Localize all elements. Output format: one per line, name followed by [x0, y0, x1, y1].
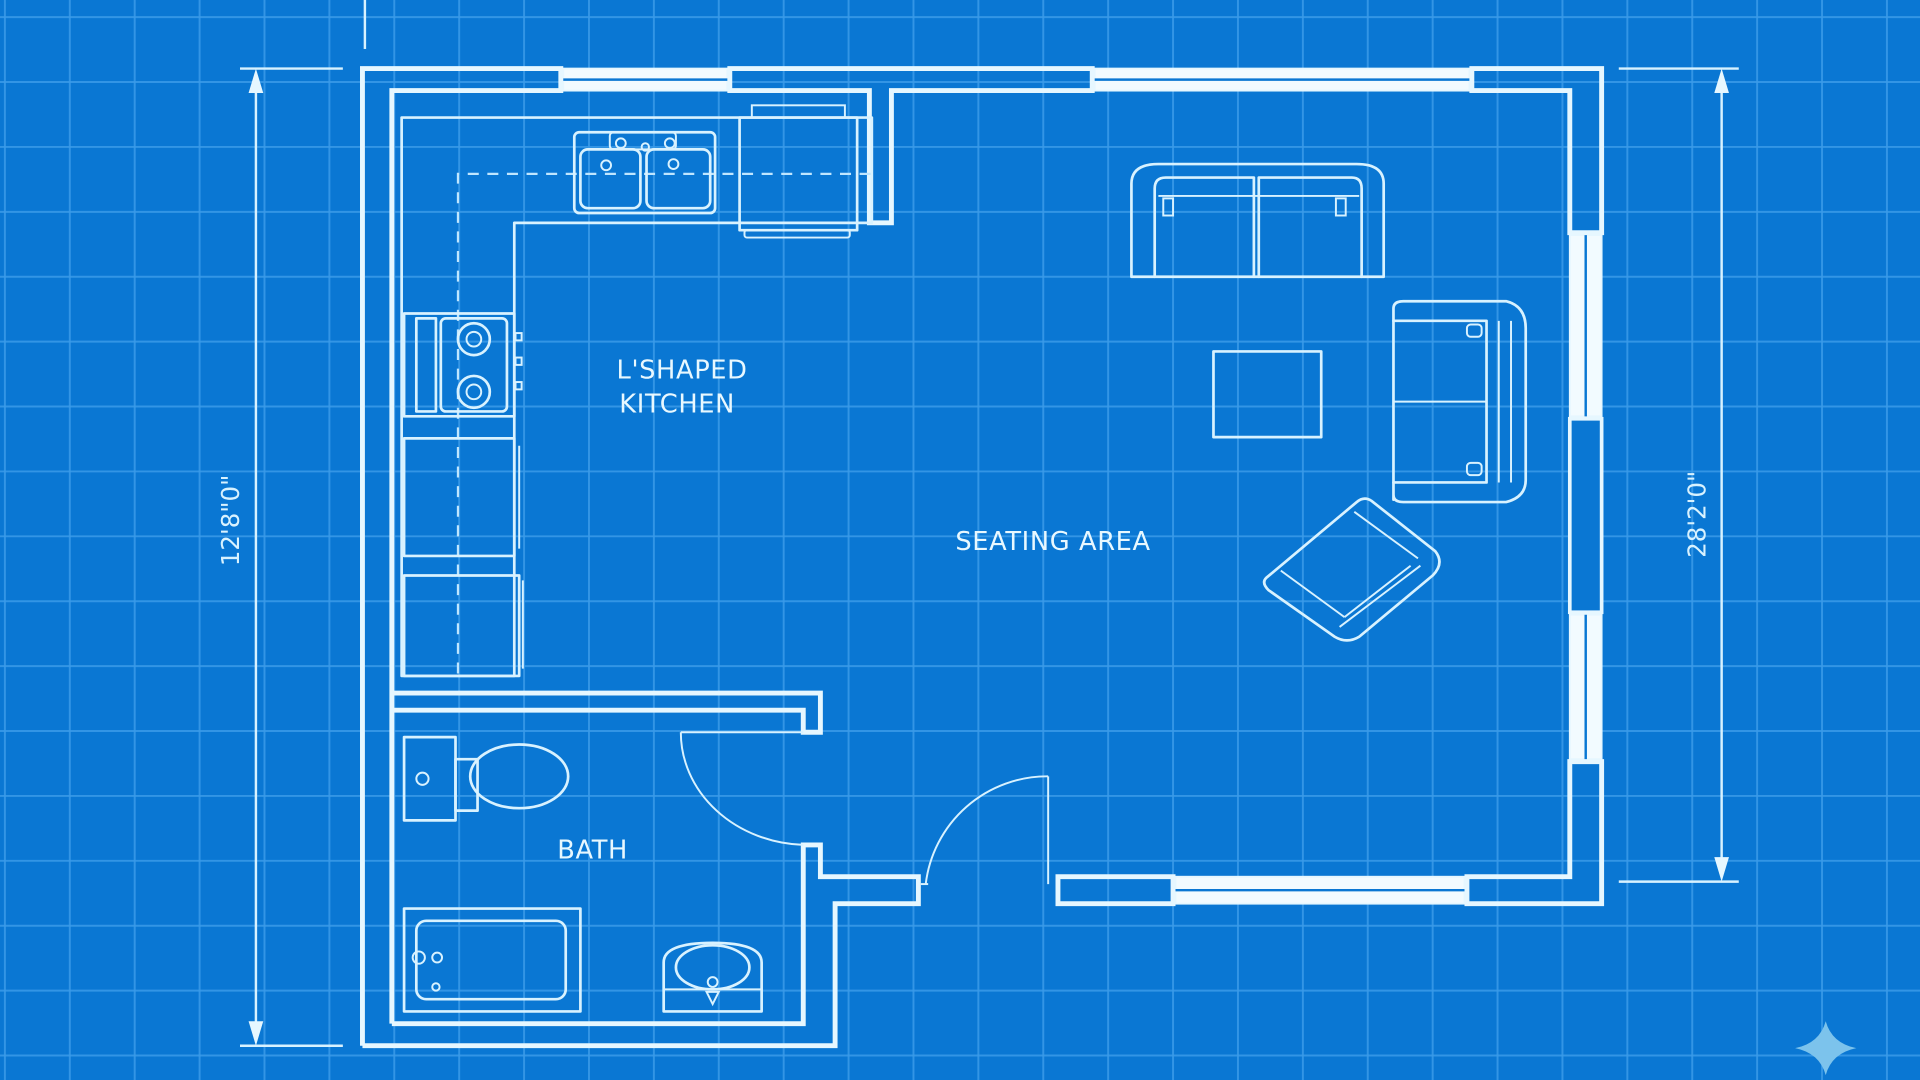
- dimension-right-label: 28'2'0": [1683, 471, 1712, 558]
- sofa: [1130, 162, 1386, 279]
- stove-cooktop: [402, 312, 523, 418]
- kitchen-label-line1: L'SHAPED: [617, 355, 748, 385]
- vanity-sink: [662, 941, 763, 1013]
- kitchen-counter: [400, 116, 874, 678]
- dimension-right: [1618, 67, 1739, 883]
- window-right-lower: [1568, 613, 1603, 761]
- toilet: [402, 735, 570, 822]
- refrigerator: [738, 104, 859, 239]
- window-top-right: [1093, 67, 1471, 92]
- double-sink: [572, 130, 717, 215]
- bath-door: [679, 731, 804, 846]
- window-right-upper: [1568, 234, 1603, 418]
- seating-area-label: SEATING AREA: [955, 527, 1150, 557]
- coffee-table: [1212, 350, 1323, 439]
- base-cabinet-lower: [402, 574, 524, 678]
- windows: [562, 67, 1603, 905]
- kitchen-label-line2: KITCHEN: [619, 390, 735, 420]
- window-bottom: [1174, 875, 1466, 905]
- exterior-walls: [360, 66, 1605, 1049]
- armchair: [1262, 497, 1441, 642]
- entry-door: [920, 775, 1050, 886]
- bath-label: BATH: [557, 835, 628, 865]
- loveseat: [1392, 299, 1528, 504]
- base-cabinet-upper: [402, 437, 521, 558]
- bathtub: [402, 907, 582, 1013]
- window-top-left: [562, 67, 729, 92]
- dimension-left: [240, 67, 343, 1047]
- sparkle-icon: [1795, 1021, 1857, 1076]
- dimension-left-label: 12'8"0": [216, 475, 245, 567]
